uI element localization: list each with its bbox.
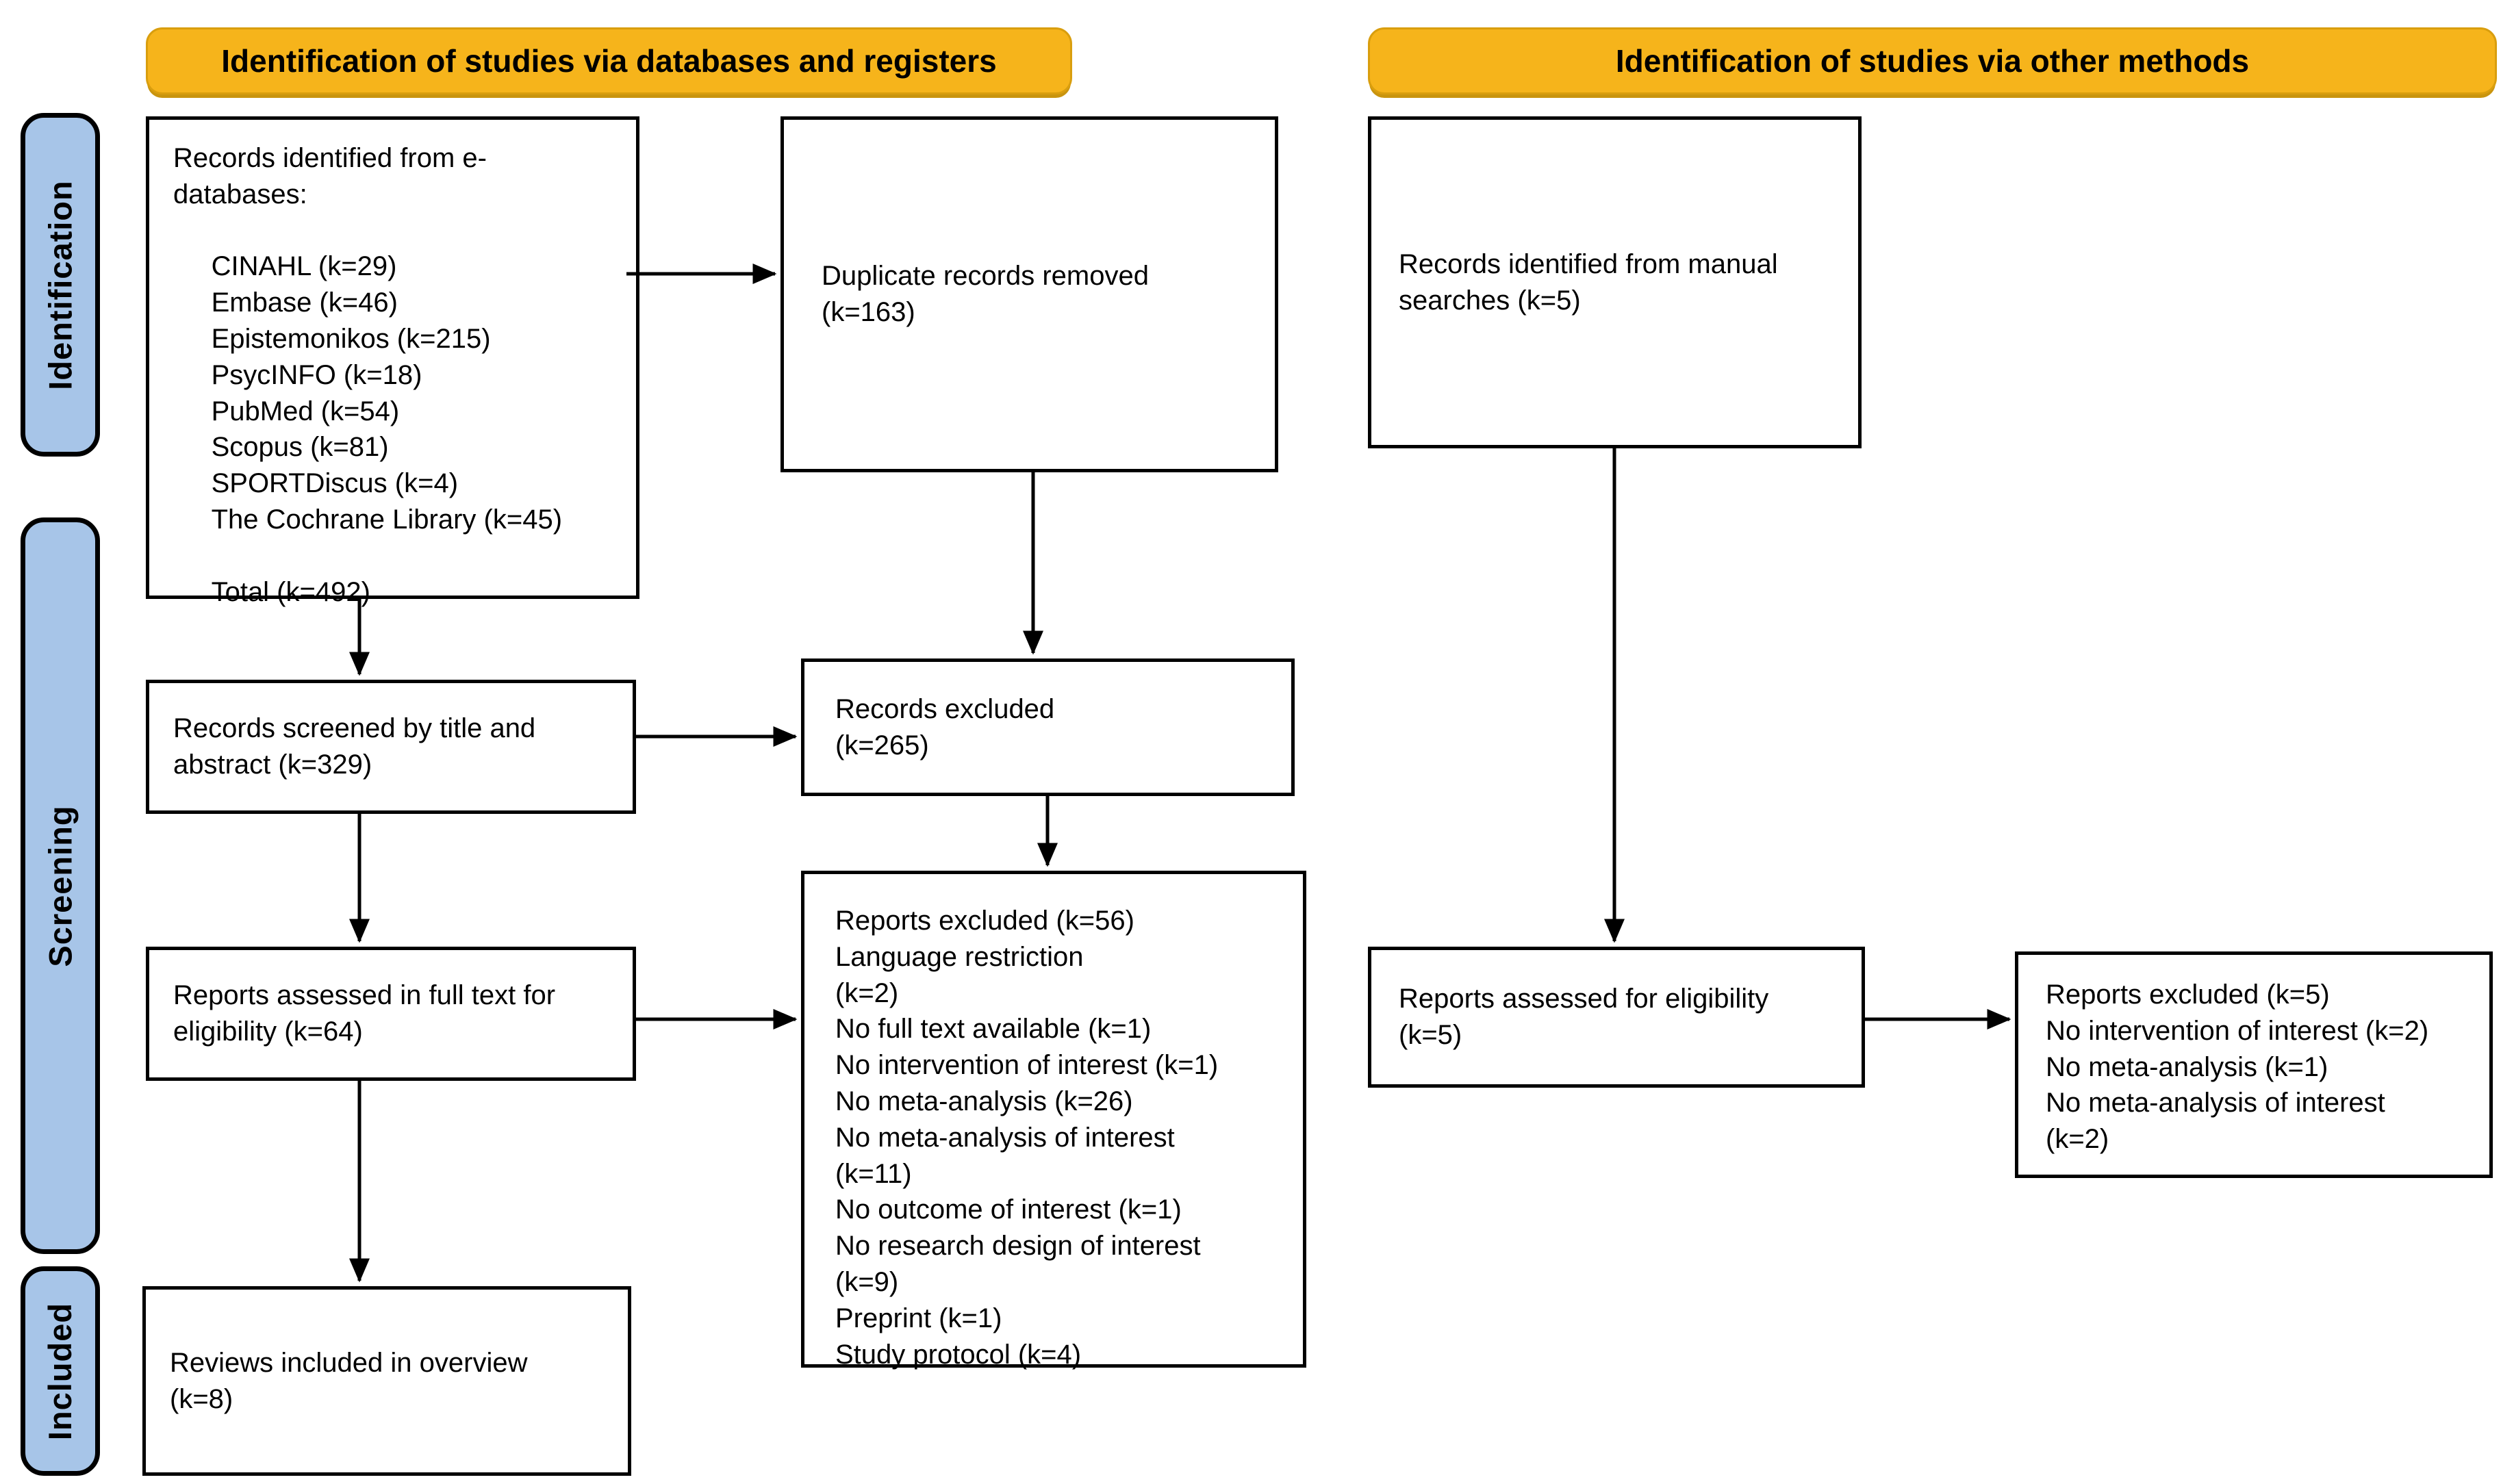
box-records-identified-databases: Records identified from e- databases: CI… bbox=[146, 116, 639, 607]
sidebar-screening-label: Screening bbox=[42, 804, 79, 967]
box-records-identified-manual: Records identified from manual searches … bbox=[1368, 116, 1862, 448]
box-duplicate-records-removed: Duplicate records removed (k=163) bbox=[780, 116, 1278, 472]
banner-databases-registers: Identification of studies via databases … bbox=[146, 27, 1072, 94]
sidebar-identification-label: Identification bbox=[42, 179, 79, 390]
sidebar-identification: Identification bbox=[21, 113, 100, 457]
box-reviews-included: Reviews included in overview (k=8) bbox=[142, 1286, 631, 1476]
sidebar-screening: Screening bbox=[21, 517, 100, 1254]
box-records-screened: Records screened by title and abstract (… bbox=[146, 680, 636, 814]
sidebar-included-label: Included bbox=[42, 1302, 79, 1440]
banner-other-methods: Identification of studies via other meth… bbox=[1368, 27, 2497, 94]
banner-other-methods-label: Identification of studies via other meth… bbox=[1615, 43, 2250, 79]
box-reports-assessed-eligibility: Reports assessed for eligibility (k=5) bbox=[1368, 947, 1865, 1088]
banner-databases-registers-label: Identification of studies via databases … bbox=[221, 43, 997, 79]
box-reports-excluded-fulltext: Reports excluded (k=56) Language restric… bbox=[801, 871, 1306, 1370]
sidebar-included: Included bbox=[21, 1266, 100, 1476]
box-records-excluded: Records excluded (k=265) bbox=[801, 658, 1295, 796]
box-reports-assessed-fulltext: Reports assessed in full text for eligib… bbox=[146, 947, 636, 1081]
box-reports-excluded-other: Reports excluded (k=5) No intervention o… bbox=[2015, 951, 2493, 1178]
